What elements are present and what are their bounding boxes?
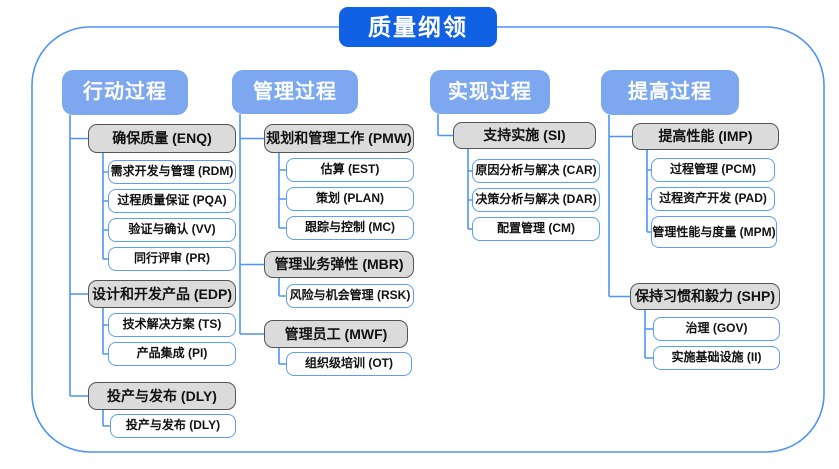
- diagram-title: 质量纲领: [339, 7, 497, 47]
- node-plan: 策划 (PLAN): [286, 187, 414, 211]
- node-pqa: 过程质量保证 (PQA): [108, 189, 236, 213]
- node-pi: 产品集成 (PI): [108, 342, 236, 366]
- node-shp: 保持习惯和毅力 (SHP): [630, 283, 780, 310]
- node-ts: 技术解决方案 (TS): [108, 313, 236, 337]
- node-mbr: 管理业务弹性 (MBR): [264, 251, 414, 278]
- node-mwf: 管理员工 (MWF): [264, 320, 408, 348]
- node-pad: 过程资产开发 (PAD): [651, 187, 775, 211]
- node-imp: 提高性能 (IMP): [632, 123, 779, 150]
- header-implementation-process: 实现过程: [430, 70, 550, 114]
- node-dar: 决策分析与解决 (DAR): [472, 188, 600, 212]
- node-mpm: 管理性能与度量 (MPM): [651, 216, 777, 248]
- node-ii: 实施基础设施 (II): [653, 346, 780, 370]
- node-est: 估算 (EST): [286, 158, 414, 182]
- node-mc: 跟踪与控制 (MC): [286, 216, 414, 240]
- header-action-process: 行动过程: [62, 70, 188, 115]
- header-improvement-process: 提高过程: [601, 70, 739, 115]
- node-pcm: 过程管理 (PCM): [651, 158, 775, 182]
- node-pr: 同行评审 (PR): [108, 247, 236, 271]
- node-si: 支持实施 (SI): [453, 122, 596, 149]
- node-cm: 配置管理 (CM): [472, 217, 600, 241]
- node-rsk: 风险与机会管理 (RSK): [286, 284, 414, 308]
- node-dly-child: 投产与发布 (DLY): [110, 414, 236, 438]
- node-pmw: 规划和管理工作 (PMW): [264, 124, 414, 153]
- node-rdm: 需求开发与管理 (RDM): [108, 160, 236, 184]
- node-dly: 投产与发布 (DLY): [88, 382, 236, 410]
- node-vv: 验证与确认 (VV): [108, 218, 236, 242]
- node-ot: 组织级培训 (OT): [286, 352, 412, 376]
- node-gov: 治理 (GOV): [653, 317, 780, 341]
- header-management-process: 管理过程: [232, 70, 358, 114]
- node-car: 原因分析与解决 (CAR): [472, 159, 600, 183]
- node-edp: 设计和开发产品 (EDP): [88, 280, 236, 308]
- node-enq: 确保质量 (ENQ): [88, 124, 236, 153]
